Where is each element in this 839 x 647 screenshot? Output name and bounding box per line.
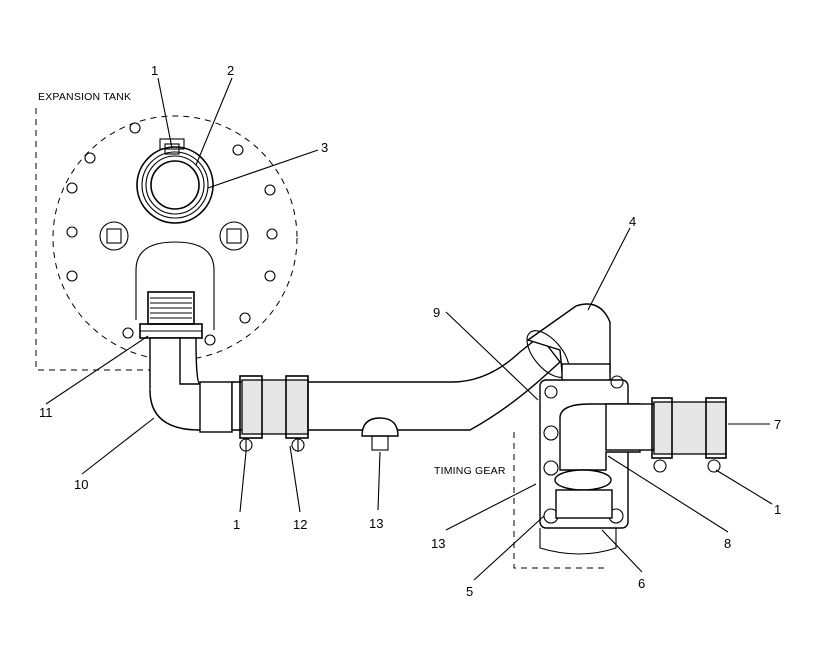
callout-1-top: 1 [151,63,158,78]
tank-outlet-fitting [136,138,214,224]
callout-12: 12 [293,517,307,532]
right-hose [605,397,727,473]
callout-9: 9 [433,305,440,320]
callout-13-right: 13 [431,536,445,551]
drain-cap [361,417,399,451]
elbow-10 [149,337,233,433]
leader-lines [45,77,773,581]
callout-3: 3 [321,140,328,155]
callout-5: 5 [466,584,473,599]
callout-11: 11 [39,405,53,420]
callout-10: 10 [74,477,88,492]
left-hose [239,375,309,452]
callout-13-left: 13 [369,516,383,531]
callout-4: 4 [629,214,636,229]
callout-1-left: 1 [233,517,240,532]
callout-2: 2 [227,63,234,78]
callout-6: 6 [638,576,645,591]
callout-7: 7 [774,417,781,432]
callout-8: 8 [724,536,731,551]
caption-timing-gear: TIMING GEAR [434,465,506,477]
tank-lower-fitting [135,241,215,339]
callout-1-right: 1 [774,502,781,517]
caption-expansion-tank: EXPANSION TANK [38,91,131,103]
